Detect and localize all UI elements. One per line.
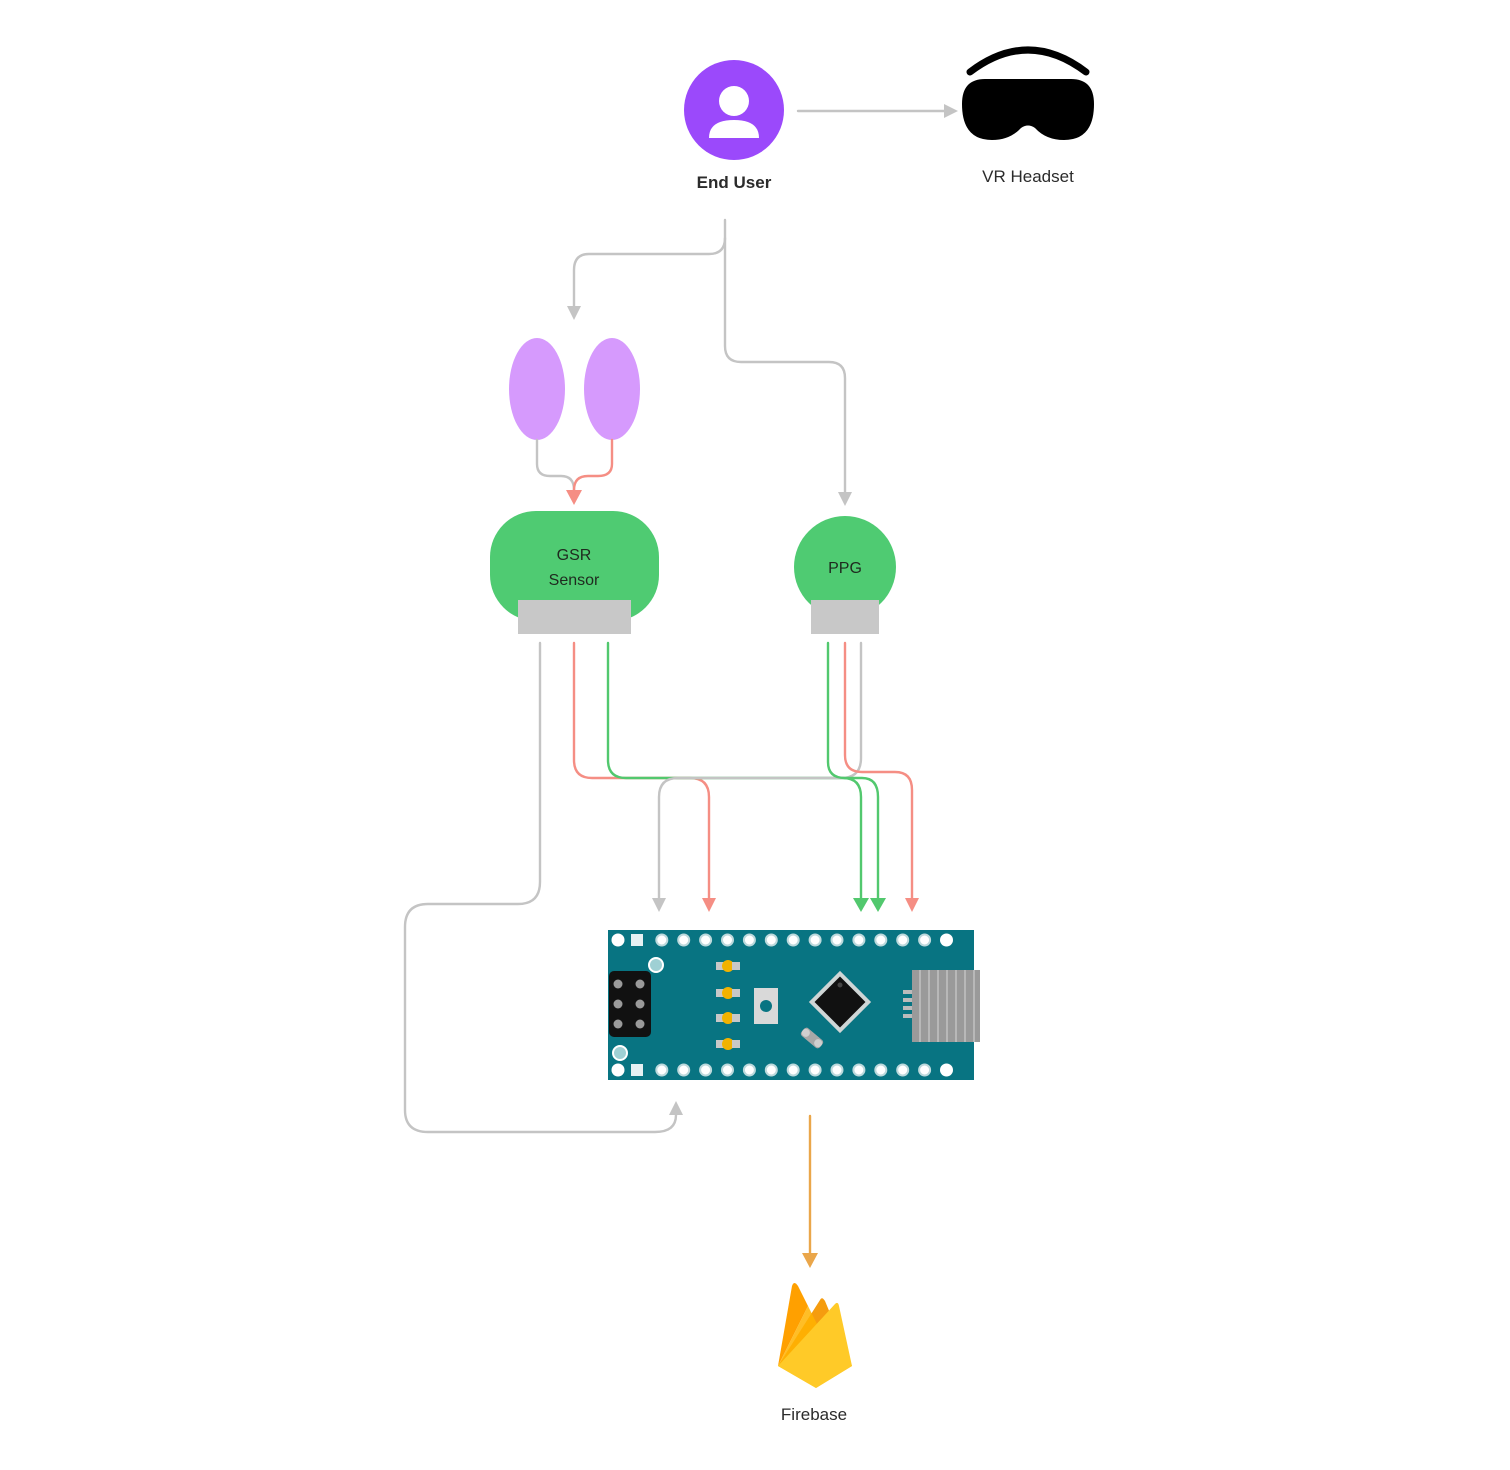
board-pin <box>742 1063 756 1077</box>
board-pin <box>940 1063 953 1077</box>
board-pin <box>677 933 691 947</box>
board-pin <box>699 1063 713 1077</box>
gsr-label-line2: Sensor <box>549 572 600 589</box>
board-to-firebase-arrow <box>802 1114 818 1268</box>
board-pin <box>852 1063 866 1077</box>
board-pin <box>918 1063 932 1077</box>
ppg-sensor-node: PPG <box>794 516 896 634</box>
board-pin <box>830 933 844 947</box>
board-pin <box>721 1063 734 1077</box>
board-pin <box>874 933 888 947</box>
firebase-label: Firebase <box>781 1405 847 1424</box>
ppg-label: PPG <box>828 560 862 577</box>
firebase-flame-icon <box>778 1283 852 1388</box>
firebase-node: Firebase <box>778 1283 852 1424</box>
icsp-header <box>609 971 651 1037</box>
ppg-connector <box>811 600 879 634</box>
usb-connector <box>903 970 980 1042</box>
electrode-left <box>509 338 565 440</box>
board-pin <box>655 933 669 947</box>
gsr-gray-wire <box>403 641 678 1134</box>
gsr-sensor-node: GSR Sensor <box>490 511 659 634</box>
board-pin <box>896 933 910 947</box>
board-pin <box>786 1063 800 1077</box>
board-pin <box>611 933 625 947</box>
board-pin-row-top <box>611 933 953 947</box>
ppg-gray-wire <box>657 641 863 900</box>
microcontroller-chip <box>808 970 872 1034</box>
status-leds <box>716 960 740 1050</box>
end-user-node: End User <box>684 60 784 192</box>
board-pin <box>830 1063 844 1077</box>
user-to-electrodes-arrow <box>567 218 727 320</box>
board-pin <box>874 1063 888 1077</box>
board-pin <box>808 1063 822 1077</box>
gsr-label-line1: GSR <box>557 547 592 564</box>
user-to-headset-arrow <box>796 104 958 118</box>
reset-button-component <box>754 988 778 1024</box>
board-pin <box>699 933 713 947</box>
electrodes-to-gsr-wires <box>535 438 614 505</box>
arduino-nano-board-icon <box>608 930 980 1080</box>
board-pin <box>742 933 756 947</box>
end-user-label: End User <box>697 173 772 192</box>
board-pin <box>808 933 822 947</box>
ppg-green-wire <box>826 641 880 900</box>
board-pin <box>786 933 800 947</box>
electrode-pads-icon <box>509 338 640 440</box>
board-pin <box>721 933 734 947</box>
board-pin <box>896 1063 910 1077</box>
board-pin <box>655 1063 669 1077</box>
gsr-connector <box>518 600 631 634</box>
vr-headset-label: VR Headset <box>982 167 1074 186</box>
ppg-red-wire <box>843 641 914 900</box>
user-to-ppg-arrow <box>723 236 852 506</box>
ppg-wires <box>652 641 919 912</box>
user-avatar-icon <box>684 60 784 160</box>
board-pin <box>764 933 778 947</box>
board-pin <box>764 1063 778 1077</box>
board-pin <box>852 933 866 947</box>
gsr-green-wire <box>606 641 863 900</box>
board-pin-row-bottom <box>611 1063 953 1077</box>
gsr-red-wire <box>572 641 711 900</box>
vr-headset-node: VR Headset <box>962 46 1094 186</box>
vr-headset-icon <box>962 46 1094 140</box>
electrode-right <box>584 338 640 440</box>
board-pin <box>918 933 932 947</box>
board-pin <box>940 933 953 947</box>
crystal-component <box>800 1027 824 1049</box>
board-pin <box>677 1063 691 1077</box>
board-pin <box>611 1063 625 1077</box>
